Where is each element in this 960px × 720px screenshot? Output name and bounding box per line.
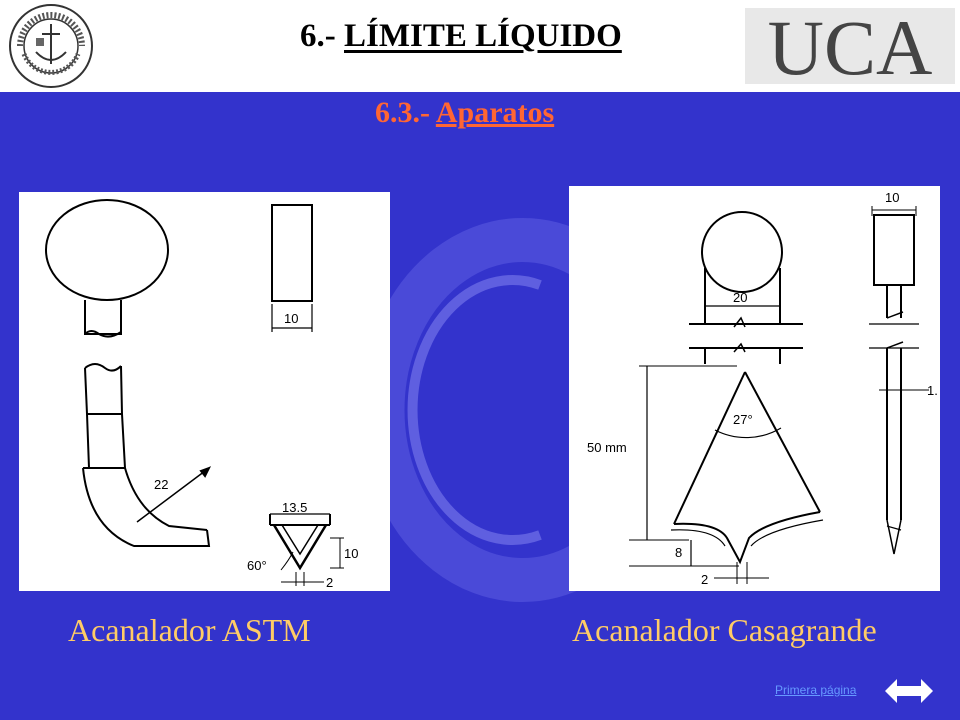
page-title: 6.- LÍMITE LÍQUIDO [300,18,622,55]
astm-grooving-tool-drawing: 10 22 13.5 10 60° 2 [45,199,358,590]
astm-caption: Acanalador ASTM [68,612,311,648]
casagrande-dim-neck: 20 [733,290,747,305]
casagrande-caption: Acanalador Casagrande [572,612,877,648]
university-seal-icon [9,4,93,88]
astm-dim-height: 10 [344,546,358,561]
back-arrow-icon[interactable] [885,678,909,704]
section-number: 6.3.- [375,96,436,129]
uca-logo-text: UCA [768,8,933,84]
astm-dim-width: 10 [284,311,298,326]
casagrande-dim-tip: 2 [701,572,708,587]
header-bar: 6.- LÍMITE LÍQUIDO UCA [0,0,960,92]
casagrande-grooving-tool-drawing: 10 20 27° 50 mm 8 2 1. [587,190,938,587]
astm-dim-radius: 22 [154,477,168,492]
section-title: 6.3.- Aparatos [375,96,554,130]
casagrande-dim-side: 1. [927,383,938,398]
casagrande-dim-angle: 27° [733,412,753,427]
astm-dim-angle: 60° [247,558,267,573]
casagrande-dim-depth: 8 [675,545,682,560]
section-text: Aparatos [435,96,555,129]
title-number: 6.- [300,18,344,54]
casagrande-dim-top: 10 [885,190,899,205]
astm-figure-panel: 10 22 13.5 10 60° 2 [19,192,390,591]
astm-dim-tip: 2 [326,575,333,590]
title-text: LÍMITE LÍQUIDO [344,18,622,54]
first-page-link[interactable]: Primera página [775,683,857,697]
casagrande-figure-panel: 10 20 27° 50 mm 8 2 1. [569,186,940,591]
forward-arrow-icon[interactable] [909,678,933,704]
uca-logo: UCA [745,8,955,84]
casagrande-dim-length: 50 mm [587,440,627,455]
astm-dim-top: 13.5 [282,500,307,515]
